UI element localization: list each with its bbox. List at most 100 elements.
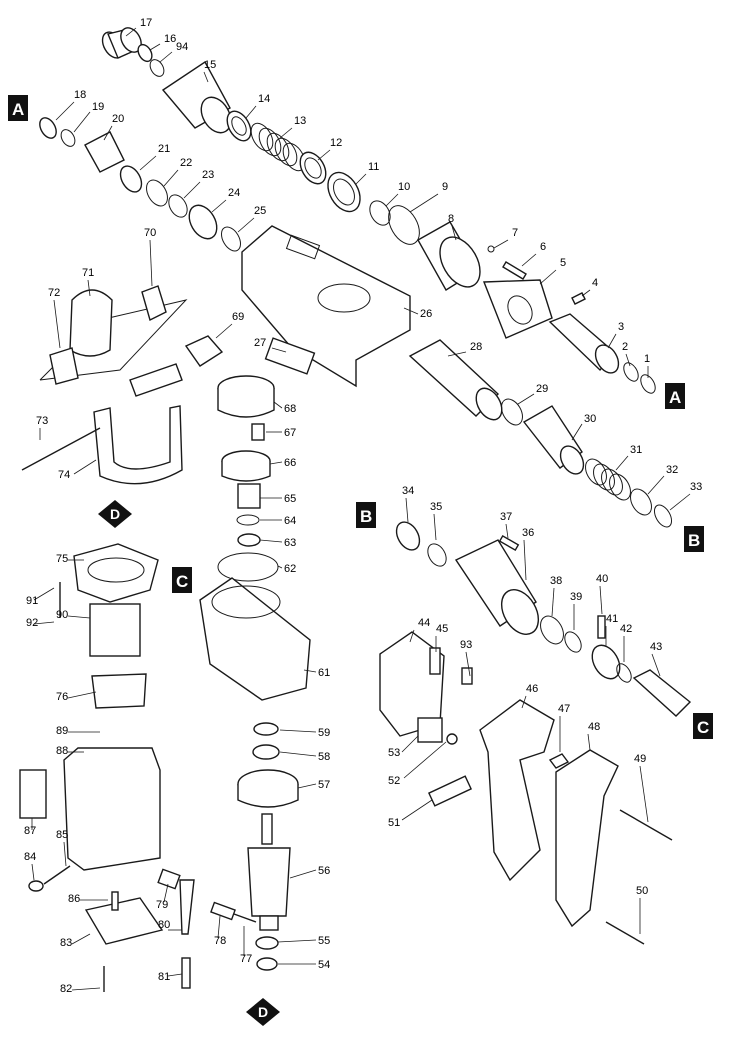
leader-line-40	[599, 585, 603, 615]
part-number-label: 35	[430, 501, 442, 513]
part-number-label: 71	[82, 267, 94, 279]
cylinder	[408, 339, 503, 421]
armature-assembly	[237, 722, 299, 971]
leader-line-31	[615, 455, 629, 471]
leader-line-16	[149, 43, 161, 51]
part-number-label: 87	[24, 825, 36, 837]
leader-line-10	[385, 193, 399, 207]
part-number-label: 44	[418, 617, 430, 629]
leader-line-12	[317, 149, 331, 161]
leader-line-92	[33, 621, 55, 625]
leader-line-21	[139, 155, 157, 171]
part-number-label: 6	[540, 241, 546, 253]
leader-line-27	[271, 347, 287, 353]
part-number-label: 92	[26, 617, 38, 629]
marker-B-left: B	[356, 502, 376, 528]
part-number-label: 9	[442, 181, 448, 193]
part-number-label: 30	[584, 413, 596, 425]
part-number-label: 76	[56, 691, 68, 703]
part-number-label: 39	[570, 591, 582, 603]
leader-line-36	[523, 539, 527, 581]
part-number-label: 85	[56, 829, 68, 841]
leader-line-7	[493, 239, 509, 249]
leader-line-38	[551, 587, 555, 617]
part-number-label: 26	[420, 308, 432, 320]
svg-text:A: A	[669, 388, 681, 407]
leader-line-56	[289, 869, 317, 879]
svg-text:C: C	[697, 718, 709, 737]
part-number-label: 22	[180, 157, 192, 169]
tool-holder-assembly	[39, 117, 241, 252]
label-plate	[264, 337, 316, 375]
part-number-label: 80	[158, 919, 170, 931]
part-number-label: 18	[74, 89, 86, 101]
leader-line-48	[587, 733, 591, 751]
part-number-label: 73	[36, 415, 48, 427]
brush-parts	[157, 868, 257, 989]
leader-line-52	[403, 741, 447, 779]
part-number-label: 88	[56, 745, 68, 757]
leader-line-70	[149, 239, 153, 287]
part-number-label: 29	[536, 383, 548, 395]
part-number-label: 5	[560, 257, 566, 269]
leader-line-76	[67, 691, 97, 699]
part-number-label: 63	[284, 537, 296, 549]
motor-assembly	[19, 543, 164, 992]
svg-text:A: A	[12, 100, 24, 119]
leader-line-61	[303, 669, 317, 673]
leader-line-35	[433, 513, 437, 541]
part-number-label: 93	[460, 639, 472, 651]
svg-text:D: D	[258, 1004, 268, 1020]
leader-line-66	[269, 461, 283, 465]
leader-line-20	[103, 125, 113, 141]
part-number-label: 43	[650, 641, 662, 653]
side-handle-assembly	[21, 285, 224, 485]
marker-A-left: A	[8, 95, 28, 121]
part-number-label: 41	[606, 613, 618, 625]
leader-line-24	[211, 199, 227, 213]
part-number-label: 36	[522, 527, 534, 539]
leader-line-30	[571, 423, 583, 441]
part-number-label: 94	[176, 41, 188, 53]
leader-line-18	[55, 101, 75, 121]
part-number-label: 57	[318, 779, 330, 791]
marker-C-left: C	[172, 567, 192, 593]
part-number-label: 62	[284, 563, 296, 575]
leader-line-81	[167, 973, 183, 977]
part-number-label: 24	[228, 187, 240, 199]
leader-line-74	[73, 459, 97, 475]
part-number-label: 33	[690, 481, 702, 493]
leader-line-33	[669, 493, 691, 511]
part-number-label: 75	[56, 553, 68, 565]
part-number-label: 19	[92, 101, 104, 113]
part-number-label: 4	[592, 277, 598, 289]
marker-D-top: D	[98, 500, 132, 528]
leader-line-29	[517, 393, 535, 405]
leader-line-26	[403, 307, 419, 315]
part-number-label: 2	[622, 341, 628, 353]
part-number-label: 54	[318, 959, 330, 971]
part-number-label: 28	[470, 341, 482, 353]
part-number-label: 45	[436, 623, 448, 635]
leader-line-6	[521, 253, 537, 267]
part-number-label: 48	[588, 721, 600, 733]
svg-text:C: C	[176, 572, 188, 591]
part-number-label: 31	[630, 444, 642, 456]
leader-line-3	[607, 333, 617, 349]
part-number-label: 8	[448, 213, 454, 225]
part-number-label: 10	[398, 181, 410, 193]
housing-cover	[241, 225, 411, 388]
part-number-label: 70	[144, 227, 156, 239]
part-number-label: 3	[618, 321, 624, 333]
marker-A-right: A	[665, 383, 685, 409]
leader-line-62	[277, 565, 283, 569]
part-number-label: 79	[156, 899, 168, 911]
part-number-label: 89	[56, 725, 68, 737]
part-number-label: 55	[318, 935, 330, 947]
leader-line-83	[71, 933, 91, 945]
leader-line-49	[639, 765, 649, 823]
front-nose-assembly	[101, 27, 656, 394]
part-number-label: 12	[330, 137, 342, 149]
leader-line-78	[217, 915, 221, 939]
